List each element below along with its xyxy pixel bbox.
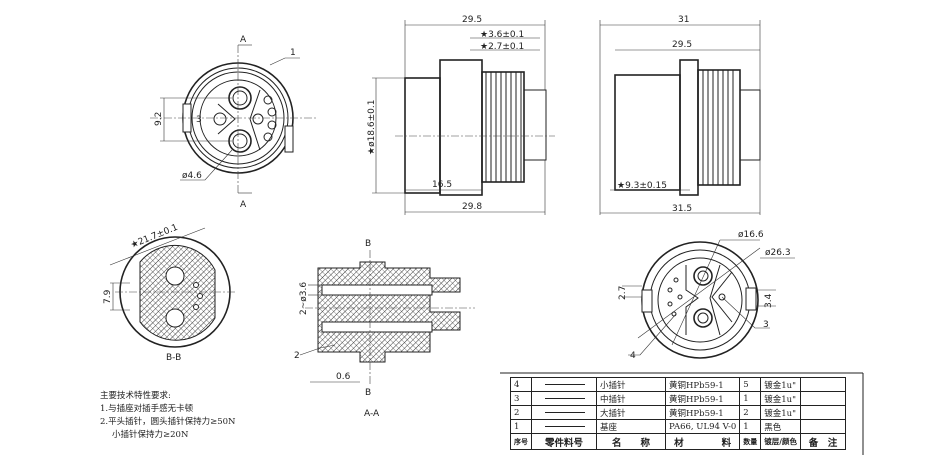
quantity: 2	[739, 405, 762, 420]
header-name: 名 称	[596, 433, 666, 450]
dim-16-5: 16.5	[432, 180, 452, 190]
dim-7-9: 7.9	[103, 289, 113, 304]
technical-notes: 主要技术特性要求: 1.与插座对插手感无卡顿 2.平头插针，圆头插针保持力≥50…	[100, 390, 236, 442]
remark	[800, 377, 847, 392]
part-name: 小插针	[596, 377, 666, 392]
dim-pin-dia-4-6: ø4.6	[182, 171, 202, 181]
dim-pin-3-6: 2~ø3.6	[299, 282, 309, 315]
finish: 镀金1u"	[760, 377, 802, 392]
quantity: 1	[739, 391, 762, 406]
note-1: 1.与插座对插手感无卡顿	[100, 404, 194, 414]
part-no-dash	[531, 419, 597, 434]
row-no: 3	[510, 391, 532, 406]
dim-9-2: 9.2	[154, 112, 164, 126]
row-no: 1	[510, 419, 532, 434]
material: PA66, UL94 V-0	[664, 419, 741, 434]
dim-star-2-7: ★2.7±0.1	[480, 42, 524, 52]
header-finish: 镀层/颜色	[760, 433, 802, 450]
dim-dia-26-3: ø26.3	[765, 248, 791, 258]
dim-dia-16-6: ø16.6	[738, 230, 764, 240]
section-a-a: B B 2~ø3.6 2 0.6 A-A	[294, 239, 475, 419]
dim-29-8: 29.8	[462, 202, 482, 212]
remark	[800, 405, 847, 420]
part-name: 大插针	[596, 405, 666, 420]
dim-29-5: 29.5	[672, 40, 692, 50]
remark	[800, 391, 847, 406]
callout-4: 4	[630, 351, 636, 361]
dim-31-5: 31.5	[672, 204, 692, 214]
part-name: 中插针	[596, 391, 666, 406]
table-row: 3 中插针 黄铜HPb59-1 1 镀金1u"	[510, 391, 847, 406]
header-no: 序号	[510, 433, 532, 450]
row-no: 2	[510, 405, 532, 420]
side-view-1: 29.5 ★3.6±0.1 ★2.7±0.1 ★ø18.6±0.1 16.5 2…	[367, 15, 555, 215]
part-no-dash	[531, 405, 597, 420]
header-material: 材 料	[664, 433, 741, 450]
table-row: 1 基座 PA66, UL94 V-0 1 黑色	[510, 419, 847, 434]
section-label-a-bottom: A	[240, 200, 247, 210]
row-no: 4	[510, 377, 532, 392]
note-2: 2.平头插针，圆头插针保持力≥50N	[100, 417, 236, 427]
finish: 镀金1u"	[760, 405, 802, 420]
dim-dia-18-6: ★ø18.6±0.1	[367, 100, 377, 155]
dim-29-5-top: 29.5	[462, 15, 482, 25]
section-label-b-bottom: B	[365, 388, 371, 398]
dim-star-9-3: ★9.3±0.15	[617, 181, 667, 191]
notes-title: 主要技术特性要求:	[100, 391, 171, 401]
section-title-a-a: A-A	[364, 409, 380, 419]
section-label-b-top: B	[365, 239, 371, 249]
header-qty: 数量	[739, 433, 762, 450]
quantity: 1	[739, 419, 762, 434]
header-part-no: 零件料号	[531, 433, 597, 450]
dim-0-6: 0.6	[336, 372, 351, 382]
table-row: 4 小插针 黄铜HPb59-1 5 镀金1u"	[510, 377, 847, 392]
section-label-a-top: A	[240, 35, 247, 45]
callout-1: 1	[290, 48, 296, 58]
rear-view: ø16.6 ø26.3 2.7 3.4 3 4	[618, 230, 795, 361]
material: 黄铜HPb59-1	[664, 405, 741, 420]
callout-2: 2	[294, 351, 300, 361]
section-title-b-b: B-B	[166, 353, 181, 363]
part-no-dash	[531, 391, 597, 406]
dim-3-4: 3.4	[764, 293, 774, 308]
header-remark: 备 注	[800, 433, 847, 450]
front-view: A A 1 9.2 ø4.6 3	[150, 35, 318, 210]
note-3: 小插针保持力≥20N	[112, 430, 189, 440]
dim-31: 31	[678, 15, 689, 25]
finish: 黑色	[760, 419, 802, 434]
remark	[800, 419, 847, 434]
part-name: 基座	[596, 419, 666, 434]
material: 黄铜HPb59-1	[664, 377, 741, 392]
dim-star-3-6: ★3.6±0.1	[480, 30, 524, 40]
bill-of-materials: 4 小插针 黄铜HPb59-1 5 镀金1u" 3 中插针 黄铜HPb59-1 …	[510, 377, 847, 450]
pin-mark-3: 3	[196, 115, 202, 125]
table-row: 2 大插针 黄铜HPb59-1 2 镀金1u"	[510, 405, 847, 420]
callout-3: 3	[763, 320, 769, 330]
finish: 镀金1u"	[760, 391, 802, 406]
side-view-2: 31 29.5 ★9.3±0.15 31.5	[599, 15, 761, 215]
material: 黄铜HPb59-1	[664, 391, 741, 406]
table-header-row: 序号 零件料号 名 称 材 料 数量 镀层/颜色 备 注	[510, 433, 847, 450]
quantity: 5	[739, 377, 762, 392]
part-no-dash	[531, 377, 597, 392]
dim-2-7: 2.7	[618, 286, 628, 300]
section-b-b: 7.9 ★21.7±0.1 B-B	[103, 223, 235, 363]
